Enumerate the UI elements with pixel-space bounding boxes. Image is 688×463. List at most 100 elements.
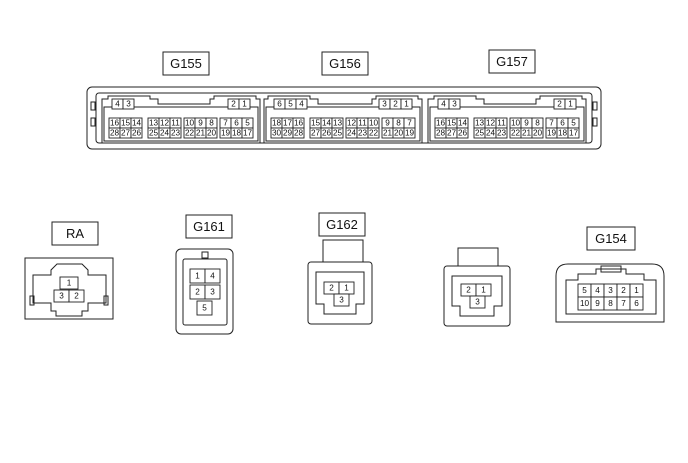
g156-pin-cell (403, 127, 416, 139)
g156-pin: 12 (347, 119, 357, 128)
ra-label: RA (66, 226, 84, 241)
g161-pin: 4 (210, 272, 215, 281)
g156-pin: 10 (369, 119, 379, 128)
g155-pin-cell (130, 127, 143, 139)
g155-pin: 20 (207, 129, 217, 138)
g162-label-box: G162 (318, 212, 366, 237)
g157-pin: 3 (452, 100, 457, 109)
g156-pin: 6 (277, 100, 282, 109)
g157-pin-cell (564, 98, 577, 110)
g162-pin: 2 (329, 284, 334, 293)
g157-pin: 25 (475, 129, 485, 138)
g161-pin: 5 (202, 304, 207, 313)
g161-connector: 1 4 2 3 5 (175, 248, 234, 335)
g156-pin: 13 (333, 119, 343, 128)
g156-pin: 19 (405, 129, 415, 138)
g156-pin: 17 (283, 119, 293, 128)
g156-pin: 20 (394, 129, 404, 138)
g162-pin: 1 (344, 284, 349, 293)
g154-pin: 2 (621, 286, 626, 295)
g156-pin: 1 (404, 100, 409, 109)
g154-pin: 6 (634, 299, 639, 308)
g156-label-box: G156 (321, 51, 369, 76)
g156-pin: 25 (333, 129, 343, 138)
g161-pin: 1 (195, 272, 200, 281)
g156-pin: 3 (382, 100, 387, 109)
g155-pin-cell (205, 127, 218, 139)
ra-label-box: RA (51, 221, 99, 246)
g155-pin: 12 (160, 119, 170, 128)
g155-pin: 2 (231, 100, 236, 109)
g155-pin: 18 (232, 129, 242, 138)
g155-pin: 7 (223, 119, 228, 128)
g156-pin: 24 (347, 129, 357, 138)
g155-pin: 23 (171, 129, 181, 138)
g156-pin: 5 (288, 100, 293, 109)
g155-pin: 26 (132, 129, 142, 138)
g155-pin: 16 (110, 119, 120, 128)
g156-pin: 29 (283, 129, 293, 138)
g157-pin: 16 (436, 119, 446, 128)
g155-label: G155 (170, 56, 202, 71)
g157-pin: 15 (447, 119, 457, 128)
g154-pin-cell (629, 296, 644, 311)
g157-pin: 21 (522, 129, 532, 138)
g157-pin: 14 (458, 119, 468, 128)
g156-pin: 26 (322, 129, 332, 138)
g157-pin: 18 (558, 129, 568, 138)
g157-pin: 28 (436, 129, 446, 138)
g156-connector (263, 95, 423, 144)
g156-pin: 2 (393, 100, 398, 109)
g155-pin: 17 (243, 129, 253, 138)
g154-pin: 10 (580, 299, 590, 308)
g161-label: G161 (193, 219, 225, 234)
g156-pin: 16 (294, 119, 304, 128)
g156-pin: 7 (407, 119, 412, 128)
g155-label-box: G155 (162, 51, 210, 76)
g154-pin: 9 (595, 299, 600, 308)
g157-pin: 1 (568, 100, 573, 109)
g154-pin: 8 (608, 299, 613, 308)
g157-pin-cell (495, 127, 508, 139)
ra-pin: 3 (59, 292, 64, 301)
g155-pin: 5 (245, 119, 250, 128)
g156-pin: 11 (358, 119, 367, 128)
unnamed-pin: 2 (466, 286, 471, 295)
g157-pin: 11 (497, 119, 506, 128)
g154-pin: 7 (621, 299, 626, 308)
g157-pin-cell (531, 127, 544, 139)
g157-pin: 22 (511, 129, 521, 138)
g155-pin: 22 (185, 129, 195, 138)
g154-pin: 4 (595, 286, 600, 295)
g156-pin: 8 (396, 119, 401, 128)
g155-pin-cell (241, 127, 254, 139)
g155-pin: 28 (110, 129, 120, 138)
g155-pin: 8 (209, 119, 214, 128)
g154-label: G154 (595, 231, 627, 246)
ra-pin: 1 (67, 279, 72, 288)
g162-pin: 3 (339, 296, 344, 305)
g157-pin: 23 (497, 129, 507, 138)
g155-pin-cell (169, 127, 182, 139)
g157-pin-cell (448, 98, 461, 110)
g156-label: G156 (329, 56, 361, 71)
g155-pin: 19 (221, 129, 231, 138)
ra-pin: 2 (74, 292, 79, 301)
g157-pin: 6 (560, 119, 565, 128)
g156-pin-cell (292, 127, 305, 139)
g161-pin: 2 (195, 288, 200, 297)
g156-pin-cell (295, 98, 308, 110)
g155-pin-cell (122, 98, 135, 110)
g156-pin: 22 (369, 129, 379, 138)
g155-pin: 21 (196, 129, 206, 138)
g154-pin: 5 (582, 286, 587, 295)
g155-pin: 25 (149, 129, 159, 138)
g156-pin-cell (331, 127, 344, 139)
g157-pin: 20 (533, 129, 543, 138)
g162-connector: 2 1 3 (307, 239, 373, 325)
